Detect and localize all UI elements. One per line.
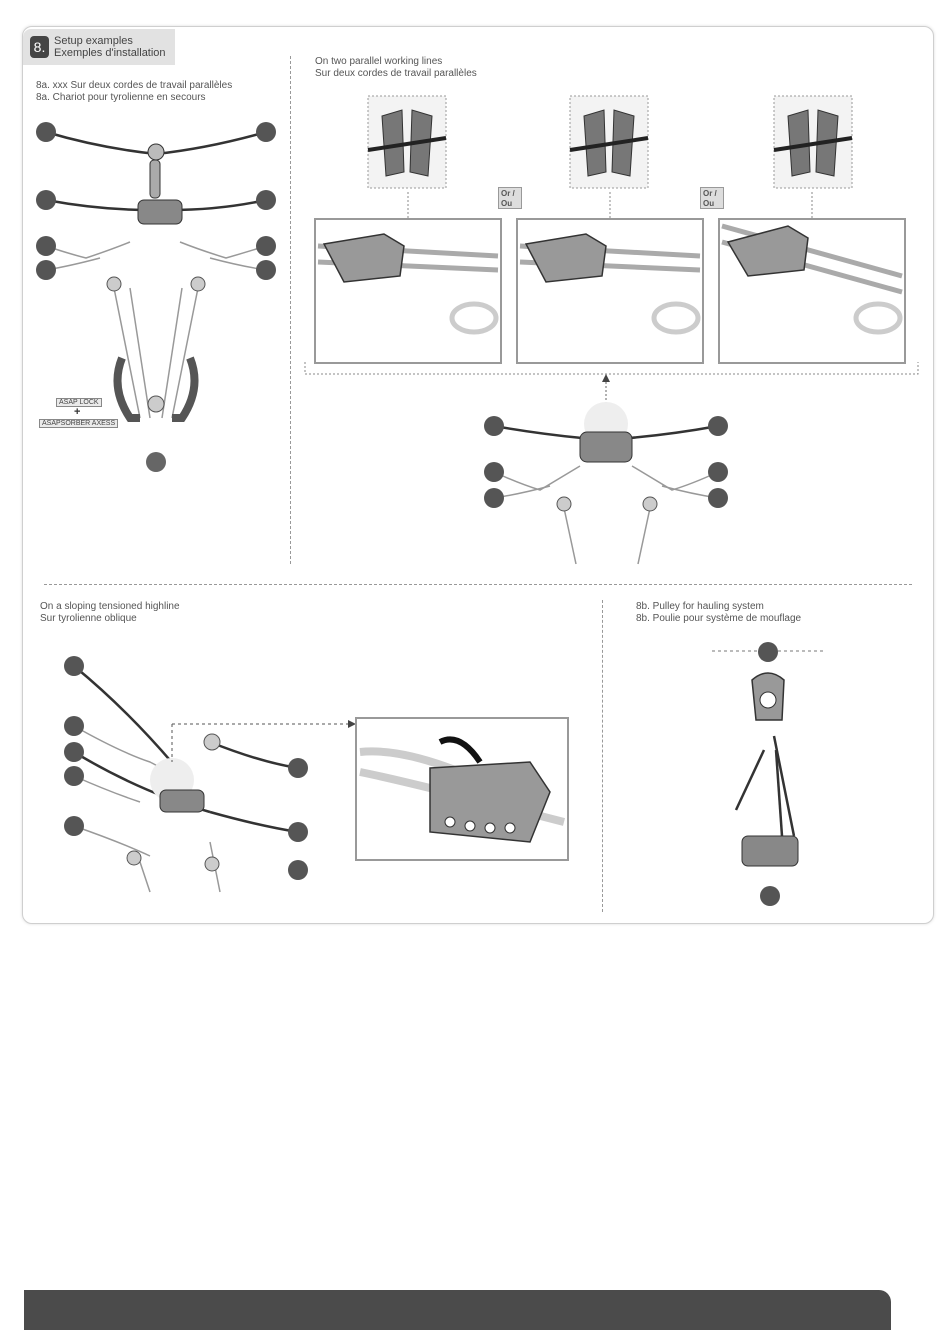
illustration-sloping bbox=[64, 656, 569, 893]
caption-8b-line1: 8b. Pulley for hauling system bbox=[636, 601, 764, 612]
detail-thumbnails-top bbox=[367, 95, 853, 189]
caption-8a-line1: 8a. xxx Sur deux cordes de travail paral… bbox=[36, 80, 233, 91]
tag-asapsorber-axess: ASAPSORBER AXESS bbox=[39, 419, 119, 428]
or-text-2b: Ou bbox=[703, 199, 715, 208]
illustration-8a bbox=[36, 122, 276, 472]
or-badge-2: Or / Ou bbox=[700, 187, 724, 209]
divider-vertical-top bbox=[290, 56, 291, 564]
page-footer-bar bbox=[24, 1290, 891, 1330]
or-badge-1: Or / Ou bbox=[498, 187, 522, 209]
caption-8b-line2: 8b. Poulie pour système de mouflage bbox=[636, 613, 802, 624]
or-text-2a: Or / bbox=[703, 189, 717, 198]
section-title-en: Setup examples bbox=[54, 35, 133, 47]
section-number-badge: 8. bbox=[30, 36, 49, 58]
illustration-parallel-central bbox=[484, 374, 728, 565]
divider-vertical-bottom bbox=[602, 600, 603, 912]
or-text-1b: Ou bbox=[501, 199, 513, 208]
illustration-8b-pulley bbox=[712, 642, 824, 906]
tag-asap-lock: ASAP LOCK bbox=[56, 398, 102, 407]
caption-sloping-line2: Sur tyrolienne oblique bbox=[40, 613, 137, 624]
caption-sloping-line1: On a sloping tensioned highline bbox=[40, 601, 180, 612]
detail-frames bbox=[304, 192, 919, 375]
tag-plus: + bbox=[74, 406, 81, 418]
caption-parallel-line2: Sur deux cordes de travail parallèles bbox=[315, 68, 477, 79]
caption-8a-line2: 8a. Chariot pour tyrolienne en secours bbox=[36, 92, 206, 103]
section-title-fr: Exemples d'installation bbox=[54, 47, 166, 59]
divider-horizontal bbox=[44, 584, 912, 585]
or-text-1a: Or / bbox=[501, 189, 515, 198]
caption-parallel-line1: On two parallel working lines bbox=[315, 56, 443, 67]
